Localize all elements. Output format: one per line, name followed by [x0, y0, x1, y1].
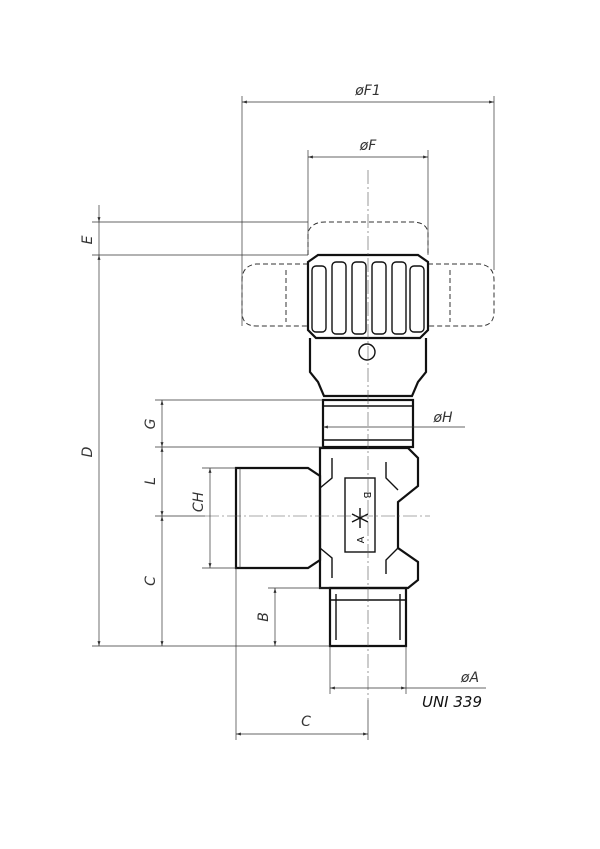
dimension-B — [268, 587, 330, 646]
thread-standard-label: UNI 339 — [422, 693, 482, 711]
dimension-label-G: G — [143, 418, 159, 429]
dimension-label-F: øF — [359, 138, 378, 154]
dimension-label-D: D — [80, 446, 96, 457]
center-lines — [205, 170, 430, 700]
dimension-F1 — [241, 96, 495, 326]
dimension-F — [307, 150, 429, 255]
dimension-label-A: øA — [460, 670, 479, 686]
dimension-label-C-horizontal: C — [301, 714, 311, 730]
dimension-G — [155, 399, 323, 448]
handwheel — [306, 253, 430, 398]
dimension-label-B: B — [256, 612, 272, 622]
dimension-label-F1: øF1 — [354, 83, 381, 99]
dimension-E — [92, 205, 308, 256]
dimension-label-E: E — [80, 235, 96, 244]
flow-label-b: B — [361, 492, 372, 499]
dimension-label-CH: CH — [191, 491, 207, 512]
flow-direction-symbol — [351, 508, 369, 528]
dimension-A — [329, 646, 486, 694]
flow-label-a: A — [356, 536, 367, 543]
dimension-label-L: L — [143, 477, 159, 485]
valve-body — [234, 446, 420, 590]
dimension-label-C-vertical: C — [143, 576, 159, 586]
dimension-CH — [202, 467, 236, 569]
dimension-label-H: øH — [432, 410, 453, 426]
dimension-C-horizontal — [235, 568, 369, 740]
dimension-D — [92, 254, 330, 647]
